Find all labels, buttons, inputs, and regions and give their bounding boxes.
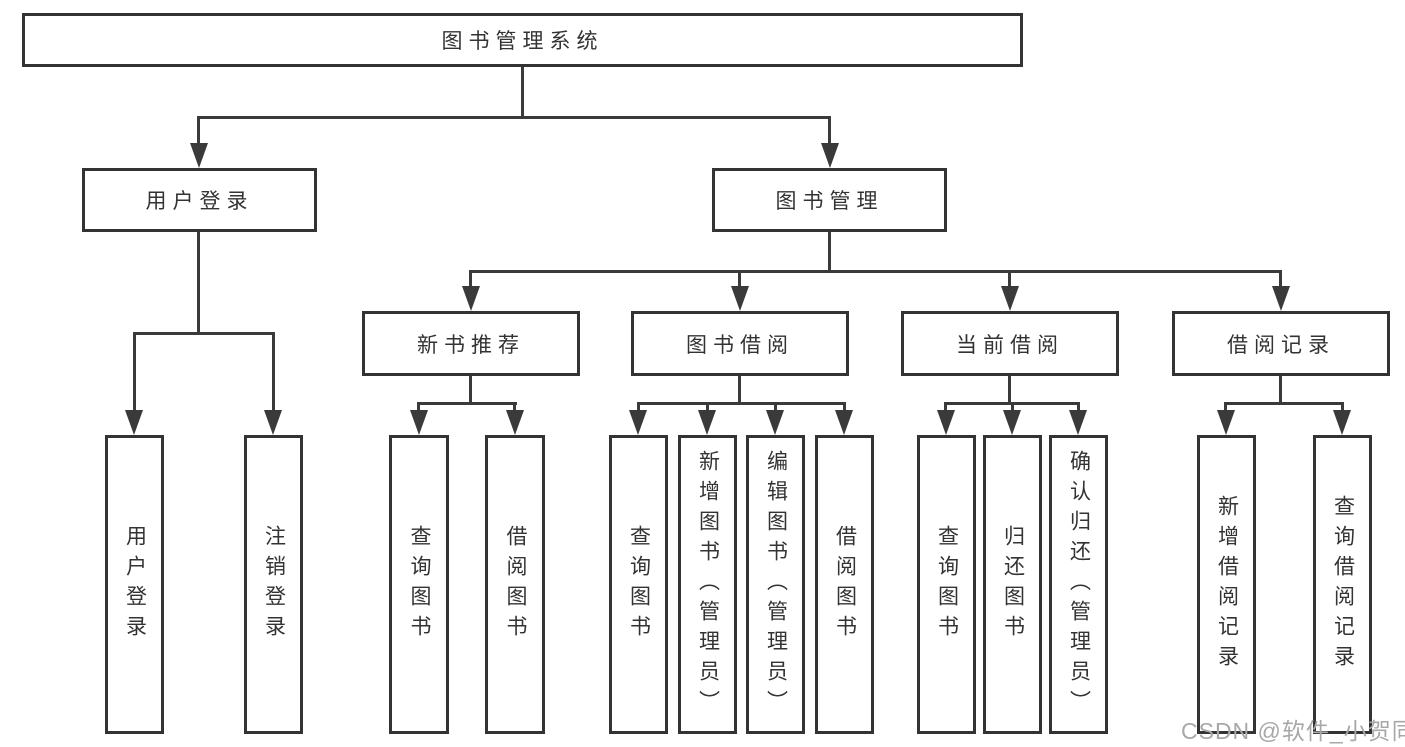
connector-line	[469, 270, 1282, 273]
connector-line	[521, 67, 524, 118]
arrowhead-down-icon	[190, 143, 208, 168]
arrowhead-down-icon	[410, 410, 428, 435]
connector-line	[738, 376, 741, 405]
connector-line	[197, 116, 831, 119]
connector-line	[513, 402, 516, 414]
arrowhead-down-icon	[1003, 410, 1021, 435]
node-new-book-recommend: 新书推荐	[362, 311, 580, 376]
connector-line	[637, 402, 640, 414]
arrowhead-down-icon	[629, 410, 647, 435]
arrowhead-down-icon	[125, 410, 143, 435]
leaf-logout: 注销登录	[244, 435, 303, 734]
connector-line	[1279, 376, 1282, 405]
arrowhead-down-icon	[937, 410, 955, 435]
arrowhead-down-icon	[1217, 410, 1235, 435]
connector-line	[774, 402, 777, 414]
connector-line	[133, 332, 136, 412]
connector-line	[1008, 270, 1011, 290]
node-user-login: 用户登录	[82, 168, 317, 232]
arrowhead-down-icon	[821, 143, 839, 168]
leaf-query-books-recommend: 查询图书	[389, 435, 449, 734]
arrowhead-down-icon	[731, 286, 749, 311]
leaf-user-login: 用户登录	[105, 435, 164, 734]
leaf-add-book-admin: 新增图书（管理员）	[678, 435, 737, 734]
arrowhead-down-icon	[698, 410, 716, 435]
arrowhead-down-icon	[1272, 286, 1290, 311]
connector-line	[1224, 402, 1227, 414]
connector-line	[272, 332, 275, 412]
connector-line	[637, 402, 846, 405]
arrowhead-down-icon	[1069, 410, 1087, 435]
leaf-return-books: 归还图书	[983, 435, 1042, 734]
connector-line	[469, 270, 472, 290]
connector-line	[469, 376, 472, 405]
connector-line	[828, 232, 831, 273]
arrowhead-down-icon	[1001, 286, 1019, 311]
connector-line	[944, 402, 947, 414]
connector-line	[843, 402, 846, 414]
watermark: CSDN @软件_小贺同学	[1181, 718, 1405, 744]
connector-line	[1279, 270, 1282, 290]
node-book-management: 图书管理	[712, 168, 947, 232]
connector-line	[1008, 376, 1011, 405]
leaf-query-borrow-record: 查询借阅记录	[1313, 435, 1372, 734]
connector-line	[417, 402, 420, 414]
leaf-add-borrow-record: 新增借阅记录	[1197, 435, 1256, 734]
connector-line	[1077, 402, 1080, 414]
leaf-query-books-borrow: 查询图书	[609, 435, 668, 734]
arrowhead-down-icon	[462, 286, 480, 311]
node-current-borrow: 当前借阅	[901, 311, 1119, 376]
leaf-query-books-current: 查询图书	[917, 435, 976, 734]
connector-line	[738, 270, 741, 290]
connector-line	[197, 232, 200, 335]
arrowhead-down-icon	[835, 410, 853, 435]
connector-line	[1011, 402, 1014, 414]
connector-line	[417, 402, 517, 405]
leaf-borrow-books-borrow: 借阅图书	[815, 435, 874, 734]
arrowhead-down-icon	[264, 410, 282, 435]
node-borrow-records: 借阅记录	[1172, 311, 1390, 376]
connector-line	[706, 402, 709, 414]
connector-line	[197, 116, 200, 146]
connector-line	[1224, 402, 1344, 405]
leaf-confirm-return-admin: 确认归还（管理员）	[1049, 435, 1108, 734]
leaf-edit-book-admin: 编辑图书（管理员）	[746, 435, 805, 734]
arrowhead-down-icon	[506, 410, 524, 435]
leaf-borrow-books-recommend: 借阅图书	[485, 435, 545, 734]
arrowhead-down-icon	[1333, 410, 1351, 435]
connector-line	[1341, 402, 1344, 414]
node-root: 图书管理系统	[22, 13, 1023, 67]
arrowhead-down-icon	[766, 410, 784, 435]
connector-line	[828, 116, 831, 146]
connector-line	[133, 332, 275, 335]
node-book-borrow: 图书借阅	[631, 311, 849, 376]
